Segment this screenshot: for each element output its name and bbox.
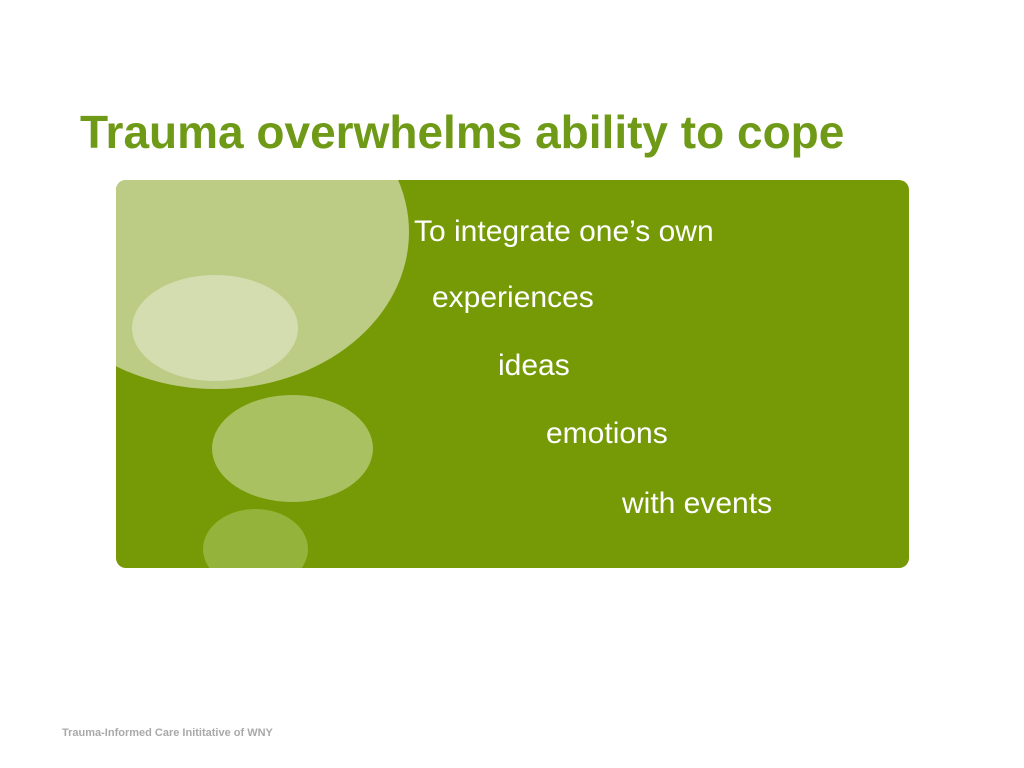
body-line-with-events: with events — [622, 487, 773, 520]
slide-footer: Trauma-Informed Care Inititative of WNY — [62, 727, 273, 739]
slide-title: Trauma overwhelms ability to cope — [80, 106, 845, 158]
body-line-emotions: emotions — [546, 417, 668, 450]
decorative-circle-inner — [132, 275, 298, 381]
body-line-ideas: ideas — [498, 349, 570, 382]
body-line-integrate: To integrate one’s own — [414, 215, 714, 248]
decorative-circle-small — [203, 509, 308, 568]
decorative-circle-medium — [212, 395, 373, 502]
content-panel — [116, 180, 909, 568]
body-line-experiences: experiences — [432, 281, 594, 314]
